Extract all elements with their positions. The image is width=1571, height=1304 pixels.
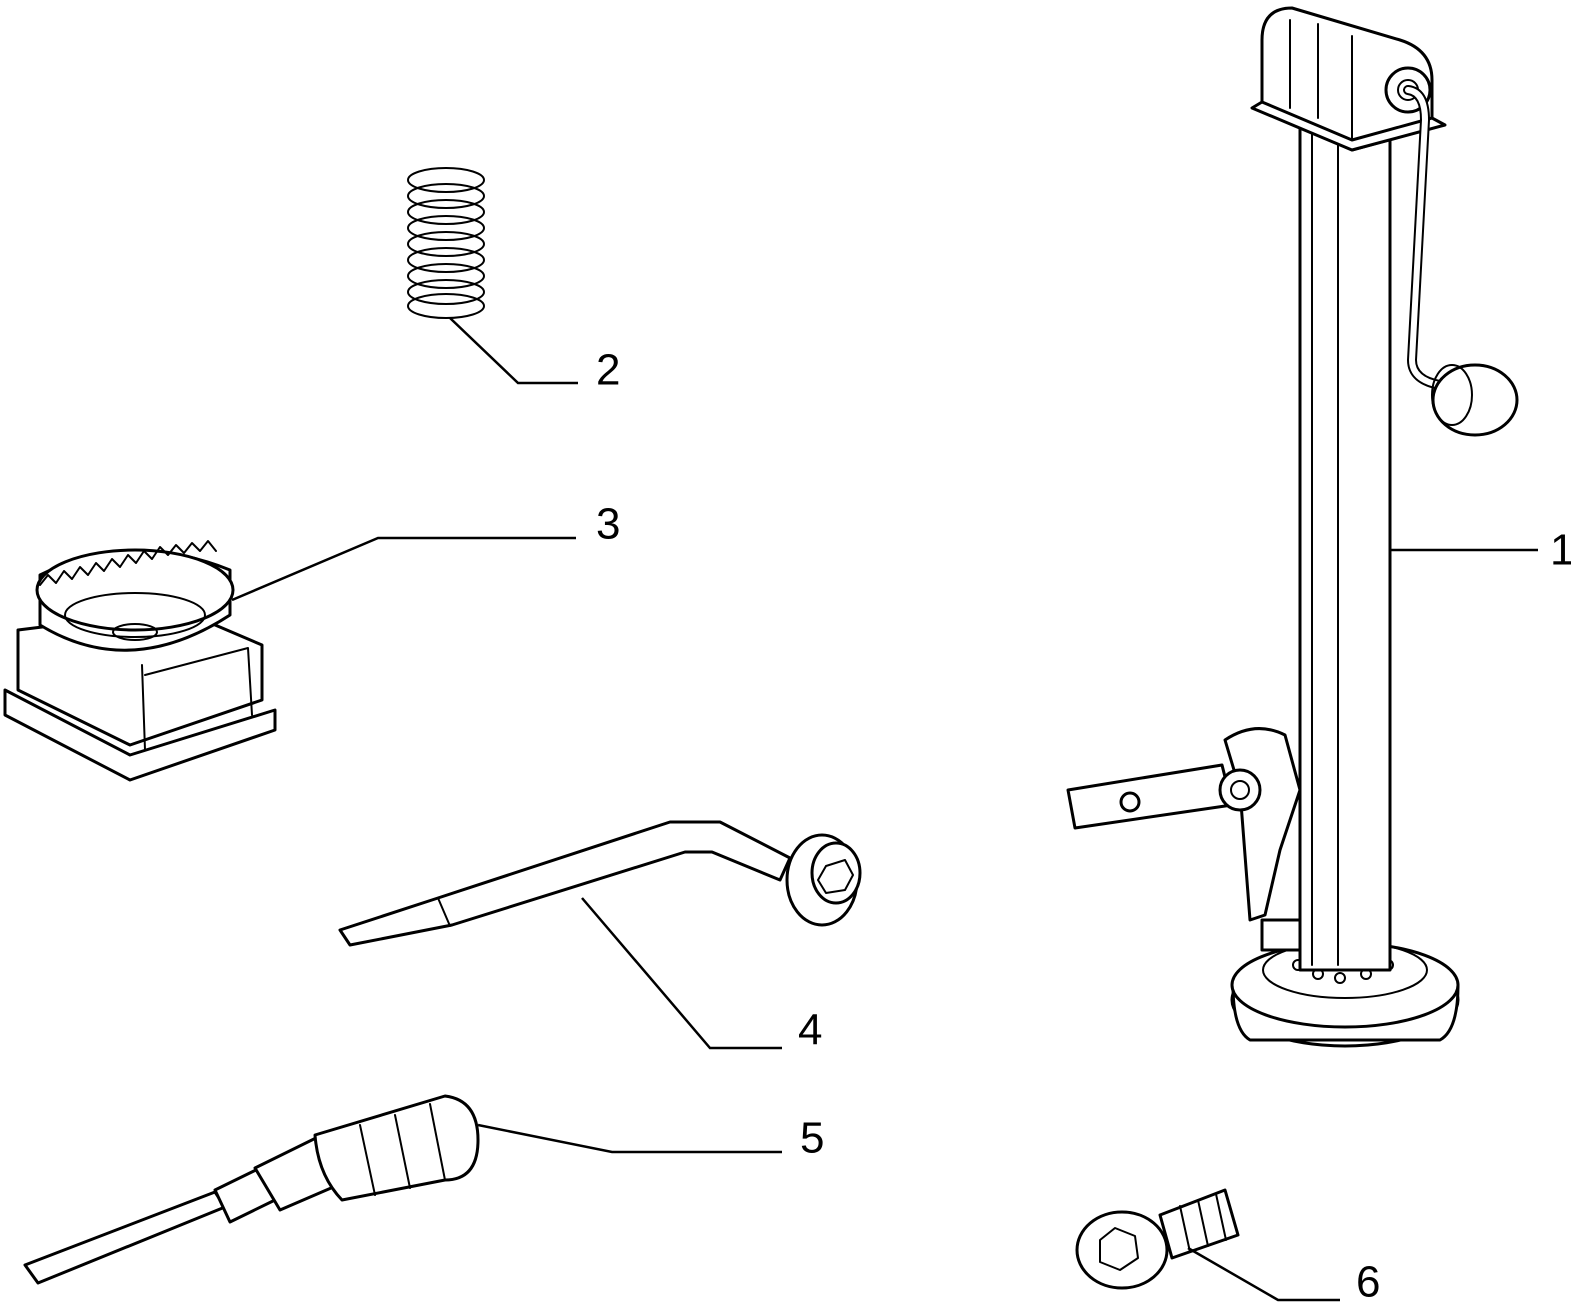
leader-line-6 [1187,1246,1340,1302]
callout-2: 2 [596,346,620,395]
socket-adapter-part [1075,1188,1240,1290]
callout-labels: 1 2 3 4 5 6 [596,346,1571,1304]
leader-lines [231,317,1538,1302]
saddle-part [3,540,277,782]
callout-1: 1 [1550,526,1571,575]
callout-6: 6 [1356,1258,1380,1304]
screwdriver-part [23,1094,480,1285]
leader-line-5 [477,1123,782,1154]
leader-line-4 [581,897,782,1050]
callout-5: 5 [800,1114,824,1163]
callout-4: 4 [798,1006,822,1055]
spring-part [407,167,485,319]
wheel-brace-part [338,820,862,947]
callout-3: 3 [596,500,620,549]
jack-part [1066,6,1519,1048]
leader-line-3 [231,536,576,602]
leader-line-2 [449,317,578,385]
